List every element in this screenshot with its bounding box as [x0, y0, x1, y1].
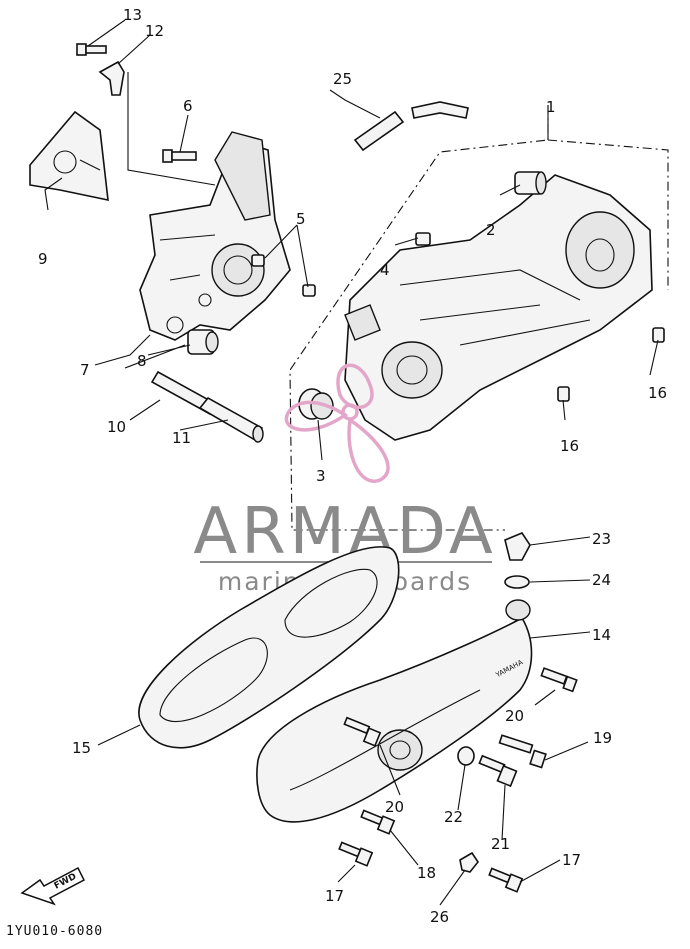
bolt-13 — [76, 43, 107, 56]
callout-14: 14 — [592, 626, 611, 644]
shaft-11-end — [252, 425, 264, 443]
callout-15: 15 — [72, 739, 91, 757]
watermark-logo — [284, 363, 390, 483]
callout-6: 6 — [183, 97, 193, 115]
washer-22 — [457, 746, 475, 766]
callout-3: 3 — [316, 467, 326, 485]
callout-22: 22 — [444, 808, 463, 826]
callout-1: 1 — [546, 98, 556, 116]
callout-17a: 17 — [325, 887, 344, 905]
callout-23: 23 — [592, 530, 611, 548]
bolt-20a — [540, 667, 578, 693]
callout-labels: 13 12 6 5 25 1 2 4 9 7 8 10 11 3 16 16 2… — [38, 6, 667, 926]
bolt-6 — [162, 149, 197, 163]
bushing-2 — [514, 171, 547, 195]
callout-20b: 20 — [385, 798, 404, 816]
diagram-code: 1YU010-6080 — [6, 924, 103, 939]
cover-gasket-15 — [138, 546, 400, 749]
cover-plate-9 — [29, 110, 109, 202]
bolt-17b — [488, 867, 524, 893]
left-crankcase-half — [139, 131, 291, 341]
right-crankcase-half — [344, 174, 653, 441]
clip-26 — [459, 851, 479, 873]
callout-24: 24 — [592, 571, 611, 589]
callout-11: 11 — [172, 429, 191, 447]
callout-21: 21 — [491, 835, 510, 853]
callout-16a: 16 — [648, 384, 667, 402]
o-ring-24 — [504, 575, 530, 589]
dowel-16b — [557, 386, 570, 402]
callout-18: 18 — [417, 864, 436, 882]
bearing-8 — [187, 329, 219, 355]
plug-23 — [504, 532, 531, 561]
fwd-arrow-icon: FWD — [20, 866, 85, 906]
bolt-19 — [498, 734, 547, 769]
filler-neck — [505, 599, 531, 621]
callout-25: 25 — [333, 70, 352, 88]
callout-5: 5 — [296, 210, 306, 228]
callout-19: 19 — [593, 729, 612, 747]
callout-26: 26 — [430, 908, 449, 926]
callout-4: 4 — [380, 261, 390, 279]
bolt-17a — [338, 841, 374, 867]
leader-lines — [44, 19, 659, 906]
cover-plate-hole — [53, 150, 77, 174]
bolt-18 — [360, 809, 396, 835]
bolt-21 — [478, 754, 518, 788]
callout-12: 12 — [145, 22, 164, 40]
callout-13: 13 — [123, 6, 142, 24]
callout-10: 10 — [107, 418, 126, 436]
callout-20a: 20 — [505, 707, 524, 725]
dowel-5a — [251, 254, 265, 267]
callout-17b: 17 — [562, 851, 581, 869]
dowel-5b — [302, 284, 316, 297]
nut-4 — [415, 232, 431, 246]
bolt-20b — [343, 716, 382, 747]
clip-12 — [98, 60, 125, 96]
hose-25a — [353, 110, 405, 152]
callout-7: 7 — [80, 361, 90, 379]
callout-9: 9 — [38, 250, 48, 268]
callout-16b: 16 — [560, 437, 579, 455]
callout-2: 2 — [486, 221, 496, 239]
hose-25b — [411, 101, 469, 119]
dowel-16a — [652, 327, 665, 343]
crankcase-cover-14: YAMAHA — [256, 616, 533, 823]
callout-8: 8 — [137, 352, 147, 370]
assembly-bracket-1 — [289, 105, 669, 531]
